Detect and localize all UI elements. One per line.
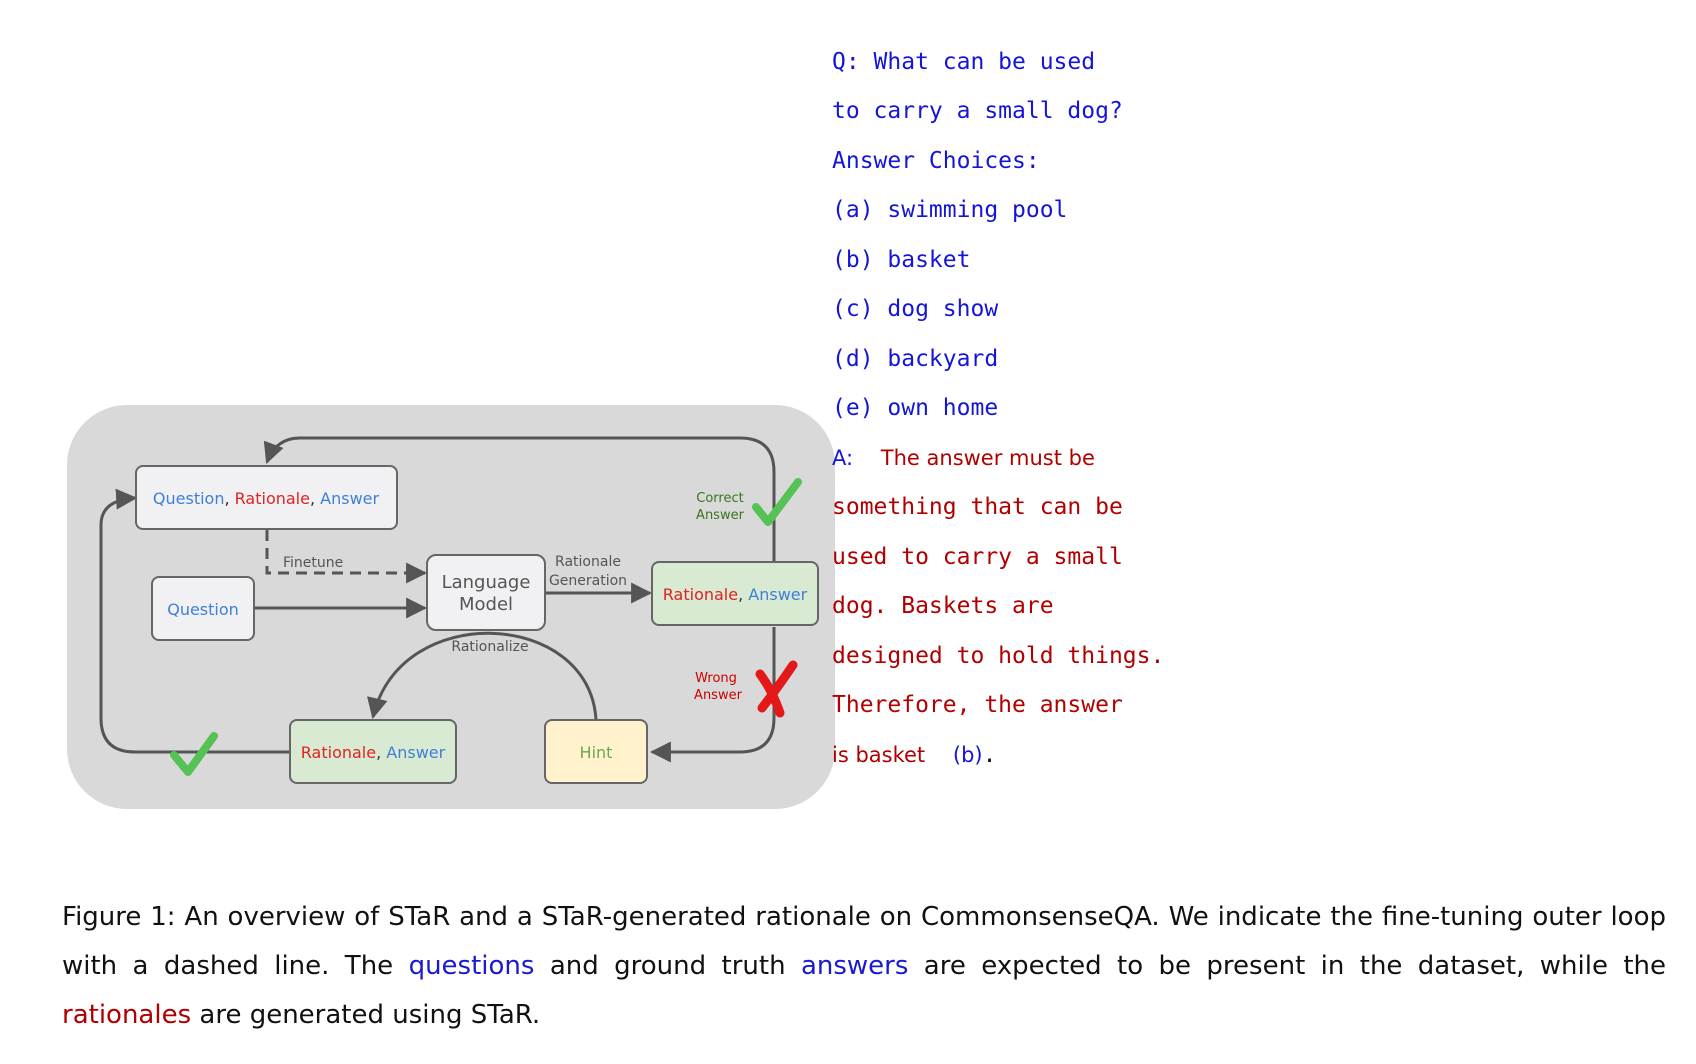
svg-text:Rationale, Answer: Rationale, Answer xyxy=(301,743,446,762)
rationalized-loop-arrow xyxy=(99,488,290,754)
lm-label-line-1: Language xyxy=(442,572,531,593)
final-answer-choice: (b) xyxy=(952,743,983,767)
answer-choice: (b) basket xyxy=(832,247,971,273)
rationalize-label: Rationalize xyxy=(451,639,528,655)
caption-text: are generated using STaR. xyxy=(191,1000,541,1030)
wrong-cross-icon xyxy=(755,660,798,718)
correct-check-icon xyxy=(752,478,802,526)
finetune-arrow xyxy=(265,530,428,584)
caption-answers: answers xyxy=(800,951,909,981)
rationale-text: The answer must be xyxy=(880,446,1095,470)
svg-text:Hint: Hint xyxy=(580,743,613,762)
node-question: Question xyxy=(151,576,255,641)
correct-loop-arrow xyxy=(263,436,776,562)
qra-answer-label: Answer xyxy=(320,489,379,508)
question-line: Q: What can be used xyxy=(832,49,1096,75)
svg-text:Question: Question xyxy=(167,600,239,619)
ra-bottom-sep: , xyxy=(376,743,386,762)
lm-label-line-2: Model xyxy=(459,594,513,615)
qra-question-label: Question xyxy=(153,489,225,508)
qra-sep-2: , xyxy=(310,489,320,508)
ra-top-rationale-label: Rationale xyxy=(663,585,738,604)
caption-text: Figure 1: An overview of STaR and a STaR… xyxy=(62,902,1666,981)
rationalized-check-icon xyxy=(170,732,218,776)
rationale-generation-label-2: Generation xyxy=(549,573,627,589)
finetune-label: Finetune xyxy=(283,555,343,571)
question-line: to carry a small dog? xyxy=(832,98,1123,124)
answer-choice: (a) swimming pool xyxy=(832,197,1068,223)
final-period: . xyxy=(982,742,997,768)
node-language-model: Language Model xyxy=(426,554,546,631)
wrong-branch-arrow xyxy=(649,627,776,763)
answer-choices-heading: Answer Choices: xyxy=(832,148,1040,174)
ra-bottom-rationale-label: Rationale xyxy=(301,743,376,762)
answer-first-line: A: The answer must be xyxy=(832,443,1095,473)
answer-choice: (c) dog show xyxy=(832,296,999,322)
node-hint: Hint xyxy=(544,719,648,784)
rationale-line: something that can be xyxy=(832,494,1123,520)
caption-questions: questions xyxy=(408,951,535,981)
rationalize-arrow xyxy=(367,631,598,721)
figure-caption: Figure 1: An overview of STaR and a STaR… xyxy=(62,893,1666,1040)
rationale-text: is basket xyxy=(832,743,926,767)
answer-prefix: A: xyxy=(832,446,854,470)
caption-text: are expected to be present in the datase… xyxy=(908,951,1667,981)
answer-choice: (d) backyard xyxy=(832,346,999,372)
caption-text: and ground truth xyxy=(534,951,801,981)
ra-bottom-answer-label: Answer xyxy=(386,743,445,762)
wrong-answer-label-1: Wrong xyxy=(695,671,737,686)
star-overview-diagram: Question, Rationale, Answer Question Lan… xyxy=(67,405,835,809)
rationale-line: Therefore, the answer xyxy=(832,692,1123,718)
node-question-rationale-answer: Question, Rationale, Answer xyxy=(135,465,398,530)
ra-top-answer-label: Answer xyxy=(748,585,807,604)
correct-answer-label-1: Correct xyxy=(696,491,743,506)
svg-text:Question, Rationale, Answer: Question, Rationale, Answer xyxy=(153,489,380,508)
wrong-answer-label-2: Answer xyxy=(694,688,743,703)
svg-text:Rationale, Answer: Rationale, Answer xyxy=(663,585,808,604)
caption-rationales: rationales xyxy=(62,1000,192,1030)
answer-choice: (e) own home xyxy=(832,395,999,421)
answer-last-line: is basket (b). xyxy=(832,740,996,770)
node-rationale-answer-rationalized: Rationale, Answer xyxy=(289,719,457,784)
qra-sep-1: , xyxy=(224,489,234,508)
ra-top-sep: , xyxy=(738,585,748,604)
correct-answer-label-2: Answer xyxy=(696,508,745,523)
rationale-generation-label-1: Rationale xyxy=(555,554,621,570)
rationale-line: used to carry a small xyxy=(832,544,1123,570)
rationale-line: designed to hold things. xyxy=(832,643,1165,669)
qra-rationale-label: Rationale xyxy=(235,489,310,508)
rationale-line: dog. Baskets are xyxy=(832,593,1054,619)
node-rationale-answer-generated: Rationale, Answer xyxy=(651,561,819,626)
